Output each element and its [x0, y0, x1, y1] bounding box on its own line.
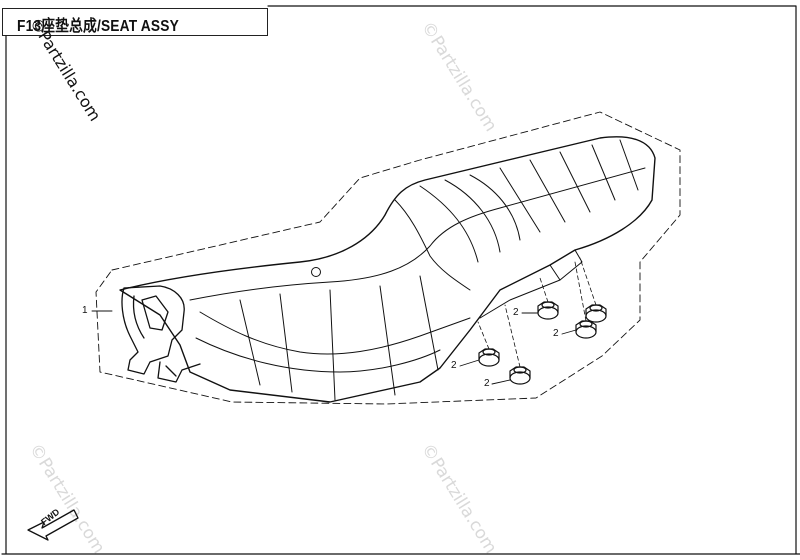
title-box: F13座垫总成/SEAT ASSY	[2, 8, 268, 36]
seat-vent-hole	[311, 267, 321, 277]
rubber-bumper-a	[537, 301, 559, 320]
frame-lines	[1, 5, 800, 555]
rubber-bumper-e	[509, 366, 531, 385]
front-latch-bracket	[121, 285, 201, 383]
callout-bumper-b: 2	[553, 328, 559, 339]
rubber-bumper-d	[478, 348, 500, 367]
leader-lines	[91, 310, 577, 385]
rubber-bumper-b	[585, 304, 607, 323]
assembly-envelope	[95, 111, 681, 405]
forward-arrow-icon	[27, 509, 79, 541]
diagram-title: F13座垫总成/SEAT ASSY	[17, 18, 179, 35]
rubber-bumper-c	[575, 320, 597, 339]
callout-bumper-d: 2	[484, 378, 490, 389]
bumper-guide-lines	[477, 257, 597, 368]
callout-bumper-c: 2	[451, 360, 457, 371]
callout-seat: 1	[82, 305, 88, 316]
callout-bumper-a: 2	[513, 307, 519, 318]
seat-cushion	[119, 136, 656, 403]
